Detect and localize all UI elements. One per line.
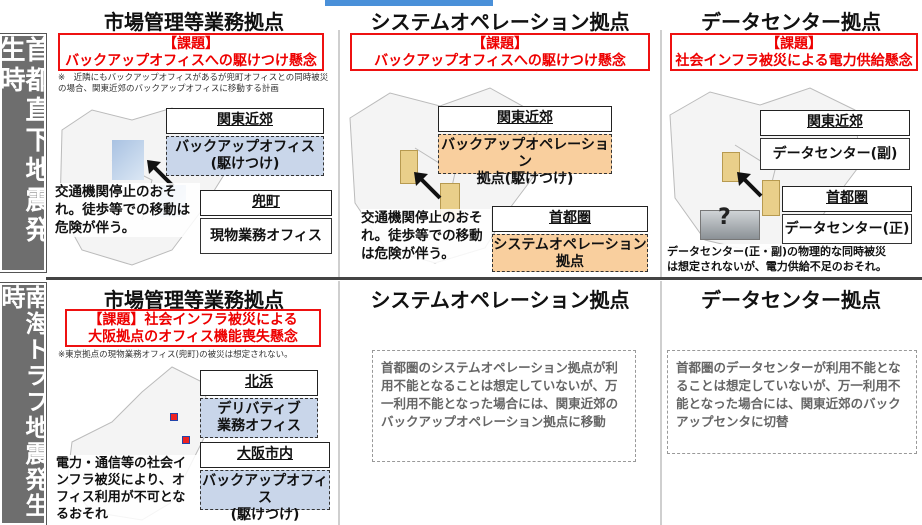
issue-text: 社会インフラ被災による電力供給懸念	[675, 53, 913, 69]
tokyo-system-text: 交通機関停止のおそれ。徒歩等での移動は危険が伴う。	[361, 209, 491, 263]
power-plant-icon	[700, 210, 760, 240]
column-divider-2-top	[660, 30, 662, 277]
issue-text: バックアップオフィスへの駆けつけ懸念	[374, 53, 626, 69]
column-divider-1-top	[338, 30, 340, 277]
question-mark-icon: ?	[718, 205, 731, 230]
note-line-1: データセンター(正・副)の物理的な同時被災	[667, 245, 887, 258]
issue-text-1: 【課題】社会インフラ被災による	[88, 312, 298, 328]
building-icon	[722, 152, 740, 182]
nankai-datacenter-title: データセンター拠点	[701, 288, 881, 312]
nankai-system-note: 首都圏のシステムオペレーション拠点が利用不能となることは想定していないが、万一利…	[372, 350, 636, 462]
tokyo-system-issue-box: 【課題】 バックアップオフィスへの駆けつけ懸念	[350, 33, 650, 71]
location-marker-icon	[170, 413, 178, 421]
row-label-nankai-earthquake: 南海トラフ地震発生時	[0, 282, 49, 525]
issue-heading: 【課題】	[766, 36, 822, 52]
tokyo-market-loc2-name: 兜町	[200, 190, 332, 216]
tokyo-market-text: 交通機関停止のおそれ。徒歩等での移動は危険が伴う。	[55, 183, 200, 237]
row-divider	[46, 277, 922, 280]
nankai-market-title: 市場管理等業務拠点	[104, 288, 284, 312]
tokyo-system-loc1-name: 関東近郊	[438, 106, 612, 132]
tokyo-market-loc1-name: 関東近郊	[166, 108, 324, 134]
nankai-market-loc2-name: 大阪市内	[200, 442, 330, 468]
note-line-2: の場合、関東近郊のバックアップオフィスに移動する計画	[58, 84, 279, 94]
issue-heading: 【課題】	[163, 36, 219, 52]
nankai-market-issue-box: 【課題】社会インフラ被災による 大阪拠点のオフィス機能喪失懸念	[65, 309, 321, 347]
tokyo-market-note: ※ 近隣にもバックアップオフィスがあるが兜町オフィスとの同時被災 の場合、関東近…	[58, 73, 328, 95]
top-accent-bar	[325, 0, 493, 6]
nankai-market-loc1-name: 北浜	[200, 370, 318, 396]
note-line-1: ※ 近隣にもバックアップオフィスがあるが兜町オフィスとの同時被災	[58, 73, 329, 83]
nankai-market-loc2-box: バックアップオフィス (駆けつけ)	[200, 470, 330, 523]
tokyo-market-loc2-box: 現物業務オフィス	[200, 218, 332, 254]
building-icon	[112, 140, 144, 180]
tokyo-datacenter-loc2-box: データセンター(正)	[782, 214, 912, 244]
nankai-datacenter-note: 首都圏のデータセンターが利用不能となることは想定していないが、万一利用不能となっ…	[667, 350, 917, 454]
building-icon	[762, 180, 780, 216]
tokyo-market-loc1-box: バックアップオフィス (駆けつけ)	[166, 136, 324, 176]
issue-heading: 【課題】	[472, 36, 528, 52]
arrow-icon	[737, 172, 763, 198]
nankai-market-loc1-box: デリバティブ 業務オフィス	[200, 398, 318, 438]
nankai-system-title: システムオペレーション拠点	[370, 288, 630, 312]
tokyo-market-issue-box: 【課題】 バックアップオフィスへの駆けつけ懸念	[58, 33, 324, 71]
tokyo-market-title: 市場管理等業務拠点	[104, 10, 284, 34]
tokyo-datacenter-loc1-name: 関東近郊	[760, 110, 910, 136]
issue-text: バックアップオフィスへの駆けつけ懸念	[65, 53, 317, 69]
row-label-tokyo-earthquake: 首都直下地震発生時	[0, 33, 51, 273]
location-marker-icon	[182, 436, 190, 444]
tokyo-datacenter-title: データセンター拠点	[701, 10, 881, 34]
tokyo-datacenter-loc2-name: 首都圏	[782, 186, 912, 212]
issue-text-2: 大阪拠点のオフィス機能喪失懸念	[88, 329, 298, 345]
tokyo-datacenter-issue-box: 【課題】 社会インフラ被災による電力供給懸念	[670, 33, 918, 71]
arrow-icon	[147, 160, 175, 188]
tokyo-system-loc2-name: 首都圏	[492, 206, 648, 232]
tokyo-datacenter-loc1-box: データセンター(副)	[760, 138, 910, 170]
tokyo-system-title: システムオペレーション拠点	[370, 10, 630, 34]
column-divider-1-bottom	[338, 281, 340, 525]
tokyo-system-loc2-box: システムオペレーション 拠点	[492, 234, 648, 272]
tokyo-datacenter-note: データセンター(正・副)の物理的な同時被災 は想定されないが、電力供給不足のおそ…	[667, 244, 887, 274]
arrow-icon	[414, 172, 442, 200]
building-icon	[400, 150, 418, 184]
nankai-market-note: ※東京拠点の現物業務オフィス(兜町)の被災は想定されない。	[58, 350, 293, 360]
note-line-2: は想定されないが、電力供給不足のおそれ。	[667, 260, 887, 273]
column-divider-2-bottom	[660, 281, 662, 525]
tokyo-system-loc1-box: バックアップオペレーション 拠点(駆けつけ)	[438, 134, 612, 187]
nankai-market-text: 電力・通信等の社会インフラ被災により、オフィス利用が不可となるおそれ	[56, 455, 196, 523]
